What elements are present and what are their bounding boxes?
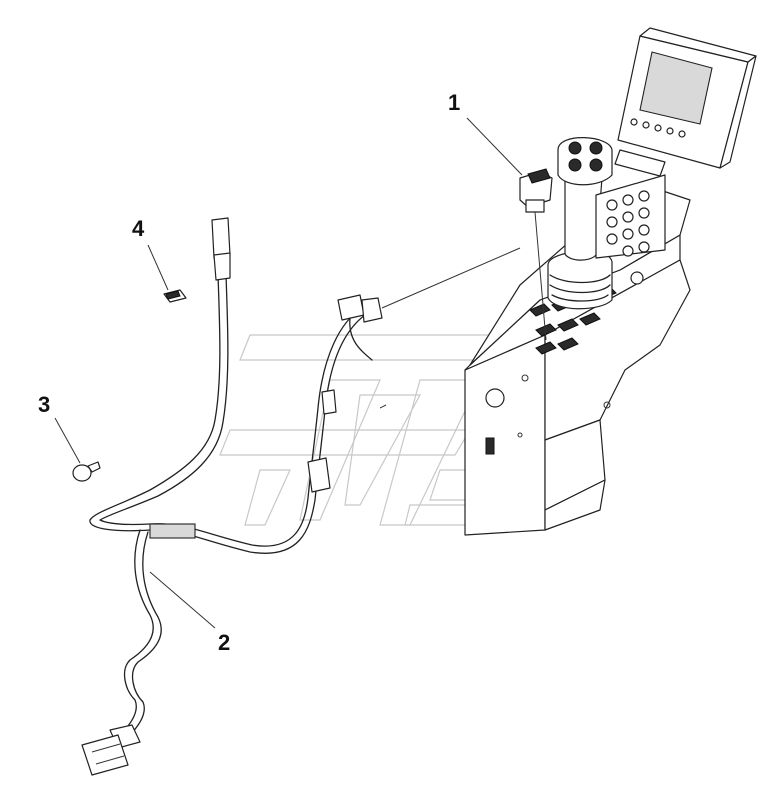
upper-connector-a xyxy=(211,217,231,259)
inline-connector xyxy=(307,457,331,493)
display-monitor xyxy=(614,27,757,177)
callout-3: 3 xyxy=(38,392,50,417)
leader-lines xyxy=(54,117,523,629)
keypad xyxy=(595,174,666,285)
part-3-clip xyxy=(72,461,101,482)
display-screen xyxy=(639,51,713,125)
upper-connector-b xyxy=(337,294,365,321)
callout-4: 4 xyxy=(132,216,145,241)
callout-2: 2 xyxy=(218,630,230,655)
part-1-switch xyxy=(519,168,553,341)
key-switch xyxy=(485,388,505,408)
connector-slot xyxy=(485,437,495,455)
part-4-plug xyxy=(163,289,187,303)
harness-sleeve xyxy=(149,523,196,539)
callout-1: 1 xyxy=(448,90,460,115)
part-2-wiring-harness xyxy=(81,217,521,776)
joystick xyxy=(547,137,613,310)
